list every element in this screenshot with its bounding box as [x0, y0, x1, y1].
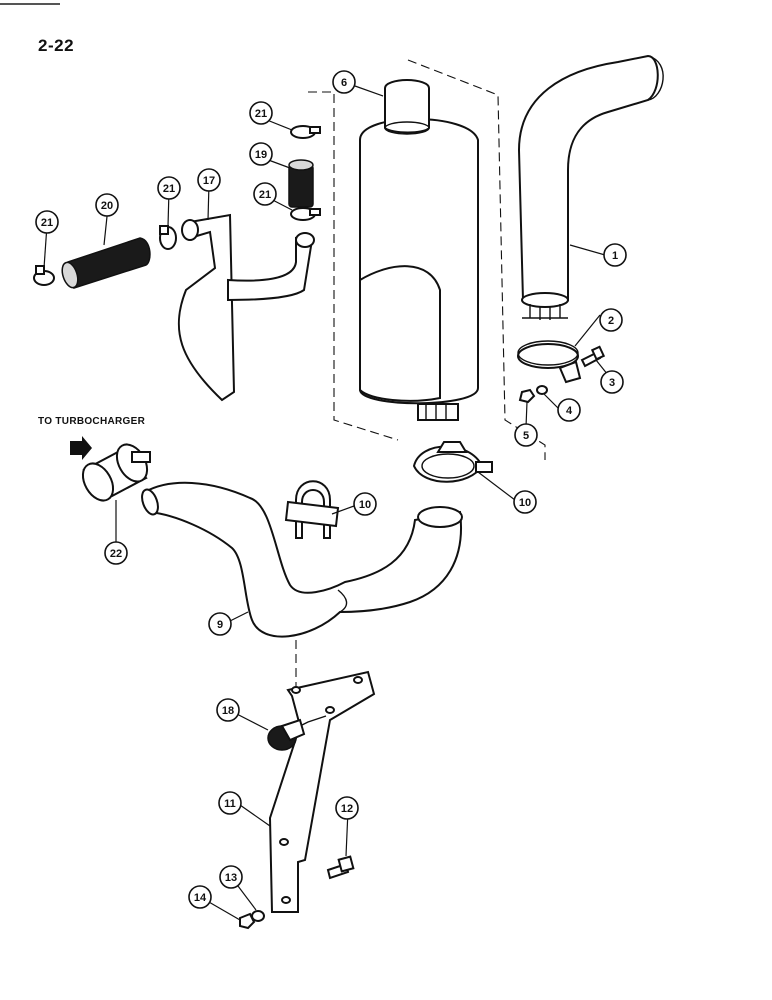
callout-22: 22: [104, 541, 128, 565]
callout-21-left-clamp: 21: [35, 210, 59, 234]
callout-6: 6: [332, 70, 356, 94]
svg-text:22: 22: [110, 548, 122, 560]
callout-19: 19: [249, 142, 273, 166]
svg-text:2: 2: [608, 315, 614, 327]
lock-washer: [536, 385, 548, 395]
u-bolt-clamp-right: [412, 441, 493, 483]
small-hose: [288, 159, 314, 208]
top-rule: [0, 3, 60, 5]
bolt: [580, 345, 606, 368]
callout-21-middle: 21: [253, 182, 277, 206]
exhaust-pipe: [141, 481, 463, 638]
svg-text:18: 18: [222, 705, 234, 717]
callout-9: 9: [208, 612, 232, 636]
coupling-sleeve: [81, 443, 151, 502]
mounting-nut: [239, 912, 256, 930]
callout-14: 14: [188, 885, 212, 909]
direction-arrow-icon: [70, 436, 92, 460]
large-hose: [61, 237, 151, 289]
clamp-band: [517, 340, 582, 384]
callout-11: 11: [218, 791, 242, 815]
svg-text:21: 21: [41, 217, 53, 229]
callout-21-top: 21: [249, 101, 273, 125]
svg-text:19: 19: [255, 149, 267, 161]
callout-20: 20: [95, 193, 119, 217]
svg-text:21: 21: [259, 189, 271, 201]
svg-text:3: 3: [609, 377, 615, 389]
hose-clamp-right: [159, 225, 177, 250]
svg-text:20: 20: [101, 200, 113, 212]
alignment-lines: [295, 59, 546, 690]
page-number: 2-22: [38, 36, 75, 55]
callout-2: 2: [599, 308, 623, 332]
svg-text:10: 10: [519, 497, 531, 509]
svg-text:17: 17: [203, 175, 215, 187]
hose-clamp-left: [33, 265, 55, 286]
mounting-bolt: [326, 855, 355, 880]
svg-text:9: 9: [217, 619, 223, 631]
svg-text:6: 6: [341, 77, 347, 89]
svg-text:12: 12: [341, 803, 353, 815]
callout-18: 18: [216, 698, 240, 722]
svg-text:1: 1: [612, 250, 618, 262]
nut: [518, 388, 536, 404]
callout-10-right: 10: [513, 490, 537, 514]
hose-clamp-middle: [290, 207, 321, 221]
callout-21-right-clamp: 21: [157, 176, 181, 200]
svg-text:21: 21: [163, 183, 175, 195]
tail-pipe: [517, 54, 664, 320]
svg-text:11: 11: [224, 798, 236, 810]
bent-tube: [177, 213, 315, 402]
leader-lines: [43, 85, 613, 921]
callout-12: 12: [335, 796, 359, 820]
callout-10-left: 10: [353, 492, 377, 516]
svg-text:5: 5: [523, 430, 529, 442]
hose-clamp-top: [290, 125, 321, 139]
callout-3: 3: [600, 370, 624, 394]
svg-text:13: 13: [225, 872, 237, 884]
callout-17: 17: [197, 168, 221, 192]
callout-1: 1: [603, 243, 627, 267]
u-bolt-clamp-left: [284, 480, 340, 539]
callout-4: 4: [557, 398, 581, 422]
svg-text:10: 10: [359, 499, 371, 511]
svg-text:4: 4: [566, 405, 573, 417]
muffler: [359, 79, 479, 421]
saddle-clamp: [267, 718, 306, 751]
callout-5: 5: [514, 423, 538, 447]
support-bracket: [268, 670, 376, 913]
svg-text:21: 21: [255, 108, 267, 120]
callout-13: 13: [219, 865, 243, 889]
turbocharger-label: TO TURBOCHARGER: [38, 416, 146, 427]
svg-text:14: 14: [194, 892, 207, 904]
